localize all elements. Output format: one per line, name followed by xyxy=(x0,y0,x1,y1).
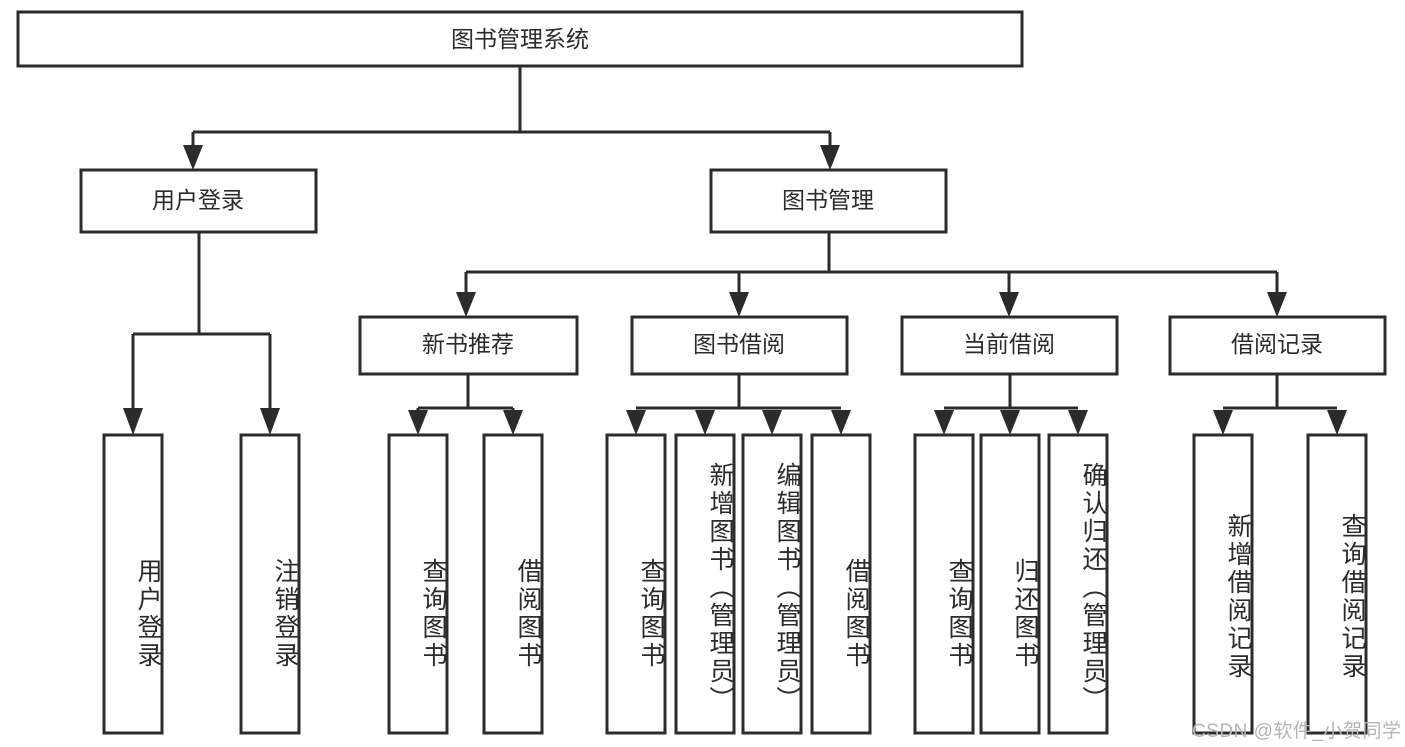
arrow-to-new-book xyxy=(456,292,476,317)
leaf-box-book-borrow-1[interactable] xyxy=(674,433,736,735)
leaf-box-current-borrow-0[interactable] xyxy=(913,433,975,735)
node-box-layer xyxy=(16,10,1387,735)
arrow-to-book-borrow xyxy=(729,292,749,317)
leaf-box-user-login-1[interactable] xyxy=(239,433,301,735)
node-new-book-label: 新书推荐 xyxy=(422,331,514,357)
node-current-borrow-label: 当前借阅 xyxy=(963,331,1055,357)
arrow-to-book-manage xyxy=(820,145,840,170)
node-book-borrow-box[interactable] xyxy=(630,315,849,376)
leaf-box-new-book-0[interactable] xyxy=(387,433,449,735)
connector-layer xyxy=(123,66,1347,435)
leaf-box-current-borrow-1[interactable] xyxy=(979,433,1041,735)
arrow-to-current-borrow xyxy=(999,292,1019,317)
leaf-box-borrow-record-0[interactable] xyxy=(1192,433,1254,735)
leaf-box-book-borrow-3[interactable] xyxy=(810,433,872,735)
node-new-book-box[interactable] xyxy=(358,315,579,376)
node-book-manage-label: 图书管理 xyxy=(782,187,874,213)
arrow-to-borrow-record xyxy=(1267,292,1287,317)
arrow-to-user-login xyxy=(183,145,203,170)
leaf-box-book-borrow-2[interactable] xyxy=(741,433,803,735)
arrow-user-login-leaf0 xyxy=(123,408,143,435)
node-borrow-record-box[interactable] xyxy=(1168,315,1387,376)
node-book-manage-box[interactable] xyxy=(709,168,948,234)
csdn-watermark: CSDN @软件_小贺同学 xyxy=(1192,721,1402,742)
leaf-box-book-borrow-0[interactable] xyxy=(605,433,667,735)
arrow-current-borrow-leaf0 xyxy=(934,410,954,435)
arrow-new-book-leaf0 xyxy=(408,410,428,435)
arrow-new-book-leaf1 xyxy=(503,410,523,435)
leaf-box-borrow-record-1[interactable] xyxy=(1306,433,1368,735)
leaf-box-current-borrow-2[interactable] xyxy=(1047,433,1109,735)
node-root-box[interactable] xyxy=(16,10,1024,68)
node-current-borrow-box[interactable] xyxy=(900,315,1119,376)
leaf-box-new-book-1[interactable] xyxy=(482,433,544,735)
node-user-login-box[interactable] xyxy=(79,168,318,234)
arrow-borrow-record-leaf1 xyxy=(1327,410,1347,435)
arrow-borrow-record-leaf0 xyxy=(1213,410,1233,435)
arrow-book-borrow-leaf0 xyxy=(626,410,646,435)
node-user-login-label: 用户登录 xyxy=(152,187,244,213)
arrow-book-borrow-leaf3 xyxy=(831,410,851,435)
arrow-user-login-leaf1 xyxy=(260,408,280,435)
leaf-box-user-login-0[interactable] xyxy=(102,433,164,735)
arrow-current-borrow-leaf1 xyxy=(1000,410,1020,435)
node-root-label: 图书管理系统 xyxy=(451,26,589,52)
horizontal-label-layer: 图书管理系统 用户登录 图书管理 新书推荐 图书借阅 当前借阅 借阅记录 xyxy=(152,26,1323,357)
arrow-book-borrow-leaf1 xyxy=(695,410,715,435)
node-book-borrow-label: 图书借阅 xyxy=(693,331,785,357)
node-borrow-record-label: 借阅记录 xyxy=(1231,331,1323,357)
arrow-current-borrow-leaf2 xyxy=(1068,410,1088,435)
arrow-book-borrow-leaf2 xyxy=(762,410,782,435)
